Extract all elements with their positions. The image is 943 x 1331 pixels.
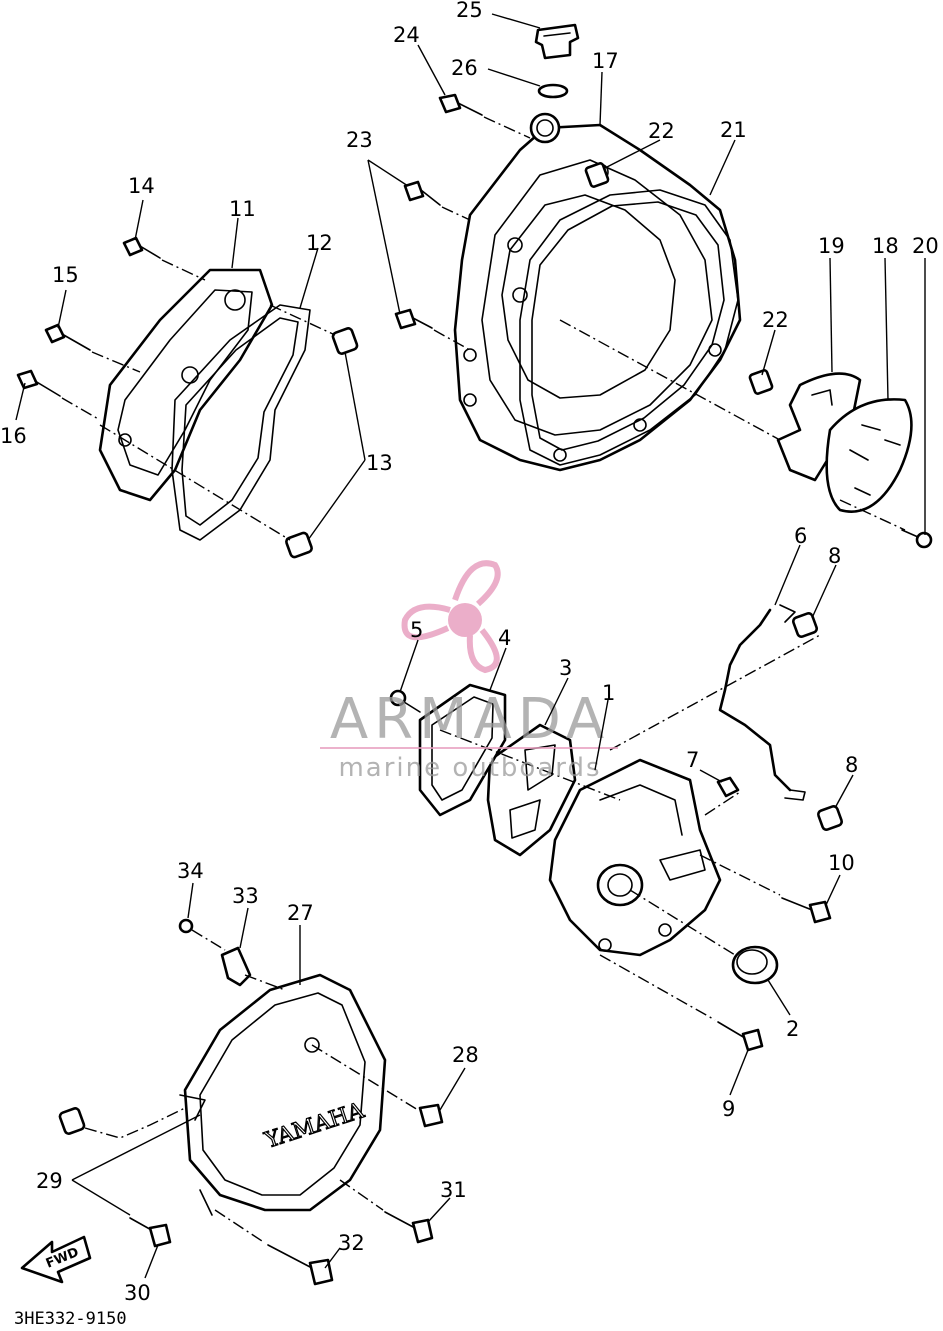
callout-18: 18 — [872, 234, 899, 258]
callout-17: 17 — [592, 49, 619, 73]
oil-pump-body — [548, 758, 722, 957]
callout-4: 4 — [498, 626, 511, 650]
callout-20: 20 — [912, 234, 939, 258]
callout-1: 1 — [602, 681, 615, 705]
callout-15: 15 — [52, 263, 79, 287]
reference-code: 3HE332-9150 — [14, 1309, 127, 1326]
fwd-arrow-icon: FWD — [20, 1235, 92, 1284]
callout-22a: 22 — [648, 119, 675, 143]
callout-21: 21 — [720, 118, 747, 142]
callout-7: 7 — [686, 748, 699, 772]
cover-plate-18 — [825, 398, 913, 513]
callout-22b: 22 — [762, 308, 789, 332]
dowel-8-lower — [817, 805, 843, 831]
dowel-13-lower — [285, 531, 313, 559]
callout-11: 11 — [229, 197, 256, 221]
watermark-brand: ARMADA — [330, 687, 610, 752]
bolt-32 — [267, 1244, 334, 1286]
leader-lines — [15, 13, 926, 1279]
bolt-10 — [781, 897, 832, 924]
bolt-14 — [122, 236, 161, 259]
clamp-33 — [220, 946, 252, 987]
bolt-24 — [438, 93, 483, 116]
callout-25: 25 — [456, 0, 483, 22]
callout-12: 12 — [306, 231, 333, 255]
callout-8a: 8 — [828, 544, 841, 568]
callout-30: 30 — [124, 1281, 151, 1305]
watermark-logo-icon — [401, 560, 501, 674]
generator-cover: YAMAHA — [179, 973, 387, 1216]
callout-33: 33 — [232, 884, 259, 908]
callout-28: 28 — [452, 1043, 479, 1067]
screw-5 — [389, 689, 421, 713]
washer-7 — [716, 776, 740, 798]
bolt-15 — [44, 323, 91, 351]
cover-plate-19 — [776, 372, 862, 482]
callout-32: 32 — [338, 1231, 365, 1255]
callout-24: 24 — [393, 23, 420, 47]
bolt-30 — [129, 1217, 172, 1248]
screw-28 — [418, 1103, 444, 1128]
callout-14: 14 — [128, 174, 155, 198]
callout-29: 29 — [36, 1169, 63, 1193]
screw-20 — [901, 529, 933, 549]
plug-2 — [731, 945, 779, 985]
callout-13: 13 — [366, 451, 393, 475]
oil-pump-gasket-4 — [418, 683, 507, 817]
bolt-23-upper — [403, 180, 441, 206]
dowel-pin-upper — [584, 162, 610, 188]
callout-26: 26 — [451, 56, 478, 80]
callout-5: 5 — [410, 618, 423, 642]
oil-delivery-pipe — [718, 604, 806, 801]
callout-6: 6 — [794, 524, 807, 548]
callout-9: 9 — [722, 1097, 735, 1121]
callout-8b: 8 — [845, 753, 858, 777]
o-ring — [537, 83, 569, 99]
bolt-34 — [178, 918, 226, 951]
dowel-8-upper — [792, 612, 818, 638]
dowel-pin-lower — [748, 369, 774, 395]
bolt-16 — [16, 369, 61, 397]
callout-27: 27 — [287, 901, 314, 925]
callout-labels: 1 2 3 4 5 6 7 8 8 9 10 11 12 13 14 15 16… — [0, 0, 939, 1305]
left-cover-gasket — [171, 304, 311, 541]
left-side-cover — [98, 268, 274, 502]
callout-3: 3 — [559, 656, 572, 680]
crankcase-cover-assembly — [453, 112, 742, 472]
callout-23: 23 — [346, 128, 373, 152]
watermark-tagline: marine outboards — [338, 753, 601, 783]
callout-34: 34 — [177, 859, 204, 883]
bolt-23-lower — [394, 308, 433, 330]
bolt-31 — [384, 1211, 434, 1244]
oil-filler-cap — [534, 23, 580, 60]
callout-19: 19 — [818, 234, 845, 258]
dowel-29 — [58, 1107, 86, 1135]
callout-2: 2 — [786, 1017, 799, 1041]
callout-16: 16 — [0, 424, 27, 448]
bolt-9 — [717, 1021, 764, 1052]
callout-10: 10 — [828, 851, 855, 875]
callout-31: 31 — [440, 1178, 467, 1202]
dowel-13-upper — [331, 327, 359, 355]
